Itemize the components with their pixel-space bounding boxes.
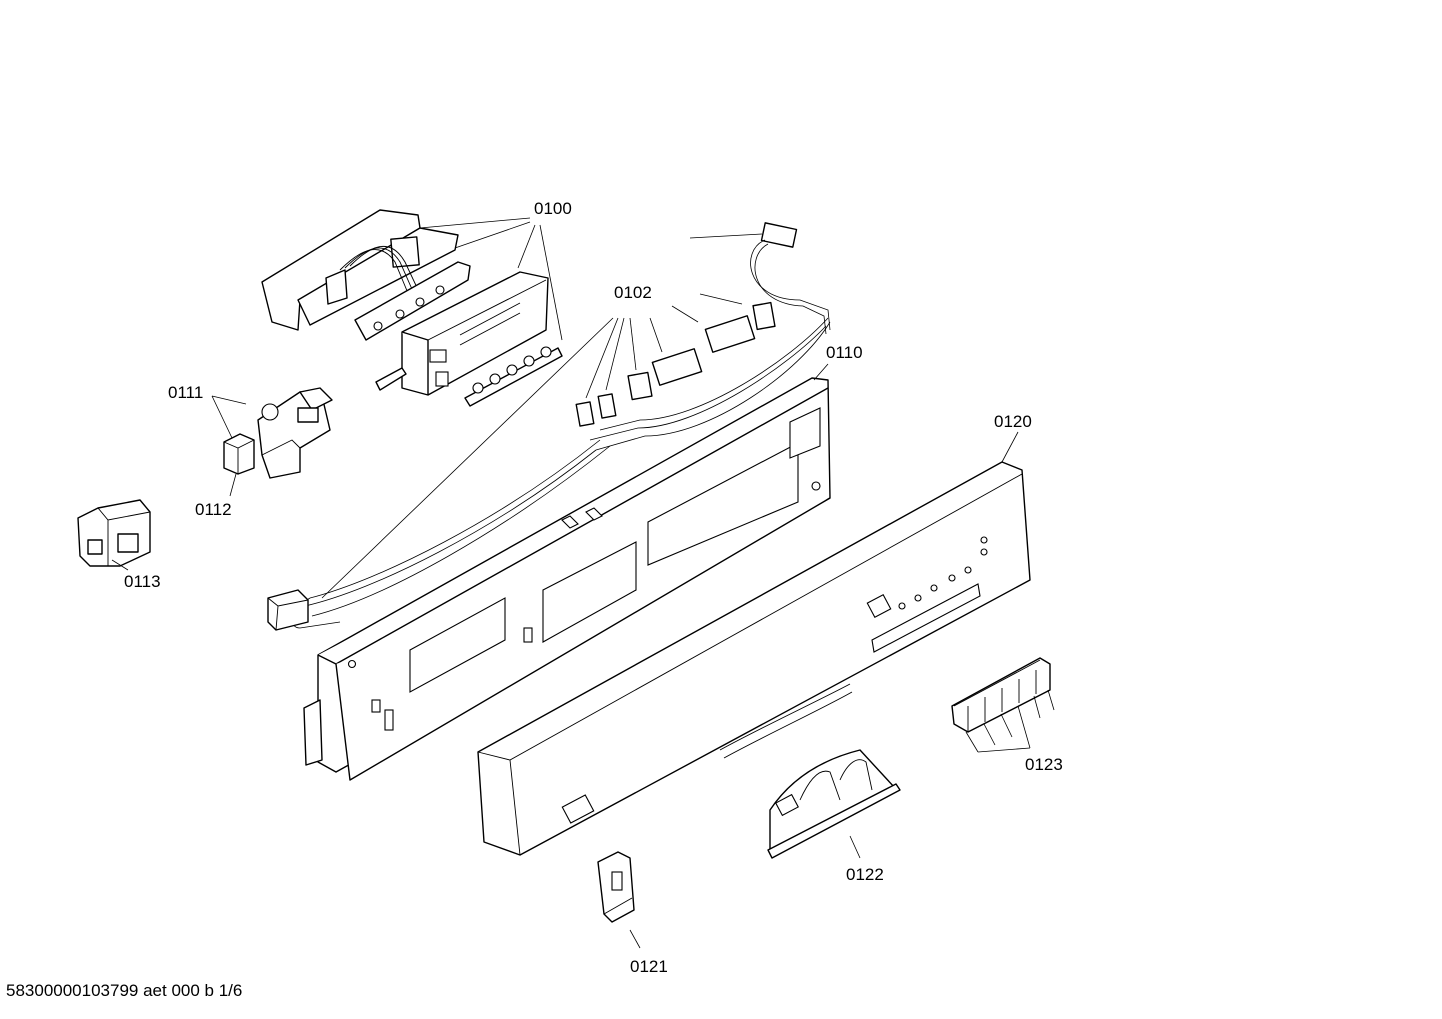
- part-0102-wiring-harness: [267, 222, 831, 631]
- part-0123-button-set: [951, 657, 1051, 733]
- part-0121-clip: [597, 851, 635, 923]
- callout-0100: 0100: [534, 199, 572, 218]
- part-0111-switch: [257, 387, 333, 479]
- callout-0121: 0121: [630, 957, 668, 976]
- callout-0112: 0112: [195, 500, 232, 519]
- document-id-footer: 58300000103799 aet 000 b 1/6: [6, 981, 243, 1000]
- part-0120-fascia-panel: [477, 461, 1031, 856]
- callout-0120: 0120: [994, 412, 1032, 431]
- part-0112-relay: [223, 433, 255, 475]
- callout-0102: 0102: [614, 283, 652, 302]
- part-0113-connector-block: [77, 499, 151, 567]
- callout-0123: 0123: [1025, 755, 1063, 774]
- callout-labels: 0100 0102 0110 0111 0112 0113 0120 0121 …: [124, 199, 1063, 976]
- callout-0110: 0110: [826, 343, 863, 362]
- part-0100-control-module: [261, 209, 563, 407]
- part-0110-panel-frame: [303, 377, 831, 781]
- part-0122-handle: [767, 749, 901, 859]
- callout-0113: 0113: [124, 572, 161, 591]
- callout-0111: 0111: [168, 383, 203, 402]
- leader-lines: [111, 217, 1055, 949]
- callout-0122: 0122: [846, 865, 884, 884]
